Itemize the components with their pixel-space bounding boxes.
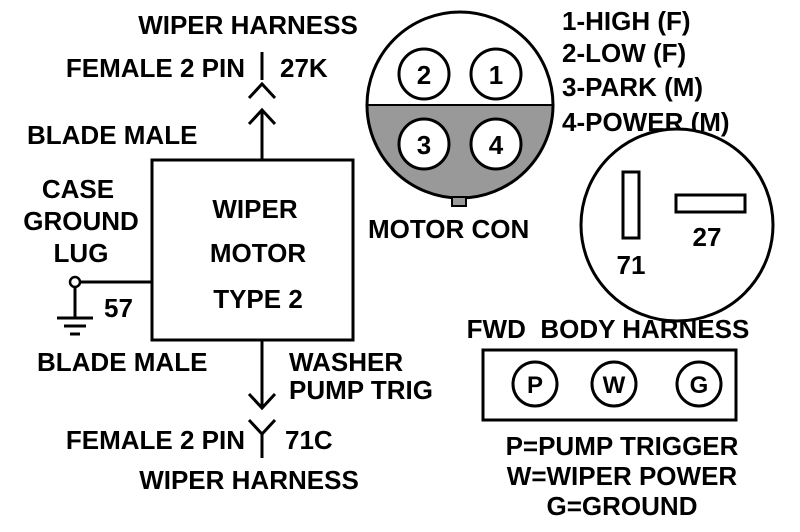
bottom-connector-label: FEMALE 2 PIN xyxy=(66,425,245,455)
body-legend-1: P=PUMP TRIGGER xyxy=(506,431,739,461)
body-pin-g-circle xyxy=(675,360,723,408)
body-pin-p-label: P xyxy=(527,372,543,399)
bottom-blade-male-symbol xyxy=(247,392,277,411)
top-connector-label: FEMALE 2 PIN xyxy=(66,53,245,83)
case-ground-label-2: GROUND xyxy=(23,206,139,236)
case-ground-label-3: LUG xyxy=(54,238,109,268)
bottom-wire-label: 71C xyxy=(285,425,333,455)
motor-pin-3-label: 3 xyxy=(417,130,431,160)
case-ground-label-1: CASE xyxy=(42,174,114,204)
body-pin-g-label: G xyxy=(690,372,709,399)
motor-connector-label: MOTOR CON xyxy=(368,214,529,244)
body-harness-title: FWD BODY HARNESS xyxy=(467,314,750,344)
motor-connector-lower-half xyxy=(367,105,553,198)
bottom-female-pin-symbol xyxy=(247,418,277,437)
motor-connector-upper-half xyxy=(367,12,553,105)
bottom-harness-label: WIPER HARNESS xyxy=(139,465,359,495)
motor-pin-1-circle xyxy=(469,47,523,101)
motor-connector: 2 1 3 4 xyxy=(365,10,555,207)
motor-pin-4-label: 4 xyxy=(489,130,504,160)
ground-symbol-icon xyxy=(57,316,93,336)
motor-pin-3-circle xyxy=(397,117,451,171)
body-pin-p-circle xyxy=(511,360,559,408)
wiper-motor-box xyxy=(150,158,355,342)
ground-lug-terminal xyxy=(68,275,82,289)
top-wire-label: 27K xyxy=(280,53,328,83)
ground-wire-label: 57 xyxy=(104,293,133,323)
round-connector-slot-27 xyxy=(674,193,747,214)
motor-label-line3: TYPE 2 xyxy=(213,284,303,314)
motor-pin-1-label: 1 xyxy=(489,60,503,90)
round-connector-label-27: 27 xyxy=(693,222,722,252)
bottom-blade-label: BLADE MALE xyxy=(37,347,207,377)
top-blade-label: BLADE MALE xyxy=(27,120,197,150)
motor-pin-legend-2: 2-LOW (F) xyxy=(562,38,686,68)
motor-label-line1: WIPER xyxy=(212,194,297,224)
top-female-pin-symbol xyxy=(247,81,277,100)
motor-connector-key-tab xyxy=(451,196,467,207)
motor-pin-legend-1: 1-HIGH (F) xyxy=(562,6,691,36)
motor-pin-legend-3: 3-PARK (M) xyxy=(562,72,703,102)
round-connector-label-71: 71 xyxy=(617,250,646,280)
motor-label-line2: MOTOR xyxy=(210,238,307,268)
round-connector-slot-71 xyxy=(621,170,641,240)
washer-label-1: WASHER xyxy=(289,347,403,377)
body-pin-w-label: W xyxy=(603,372,626,399)
motor-pin-4-circle xyxy=(469,117,523,171)
washer-label-2: PUMP TRIG xyxy=(289,375,433,405)
body-legend-2: W=WIPER POWER xyxy=(507,461,738,491)
body-legend-3: G=GROUND xyxy=(547,491,698,521)
top-harness-label: WIPER HARNESS xyxy=(138,10,358,40)
motor-pin-2-circle xyxy=(397,47,451,101)
round-connector-outline xyxy=(579,127,775,323)
motor-pin-2-label: 2 xyxy=(417,60,431,90)
body-pin-w-circle xyxy=(590,360,638,408)
